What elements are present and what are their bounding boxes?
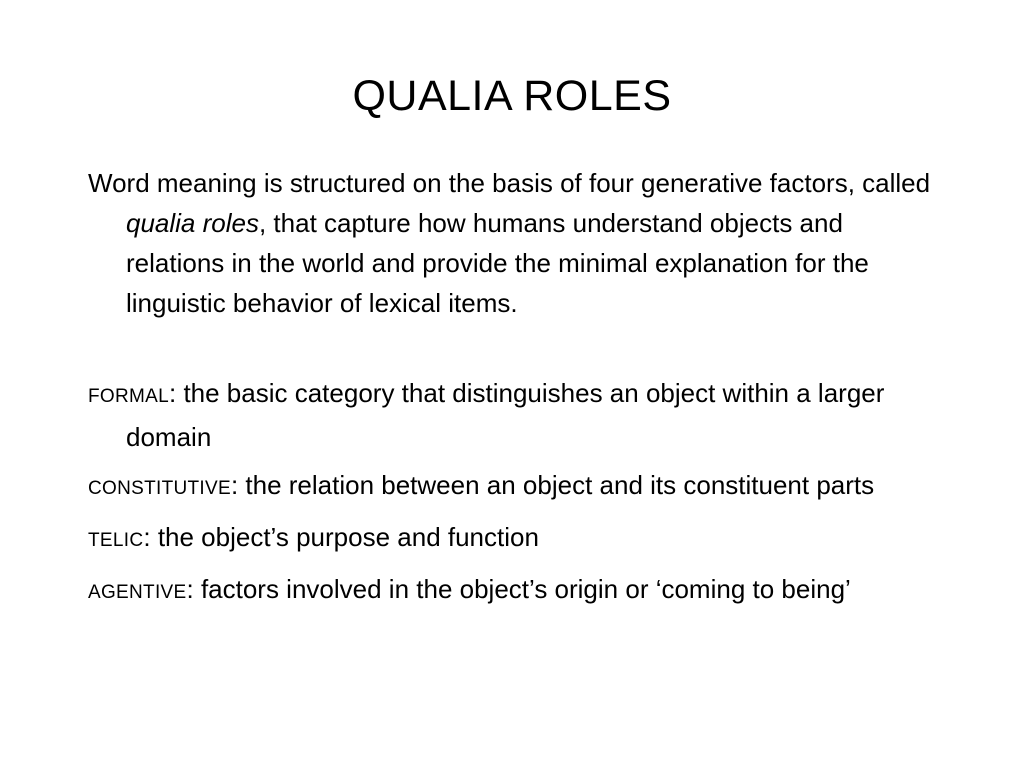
role-term: AGENTIVE xyxy=(88,582,187,603)
role-separator: : xyxy=(186,574,201,604)
role-separator: : xyxy=(168,378,184,408)
slide-title: QUALIA ROLES xyxy=(352,72,672,120)
intro-text-after: , that capture how humans understand obj… xyxy=(126,208,869,318)
role-definition: the basic category that distinguishes an… xyxy=(126,378,885,452)
role-term: TELIC xyxy=(88,530,144,551)
role-term: FORMAL xyxy=(88,386,169,407)
slide-body: Word meaning is structured on the basis … xyxy=(88,163,948,621)
role-telic: TELIC: the object’s purpose and function xyxy=(88,517,948,561)
intro-paragraph: Word meaning is structured on the basis … xyxy=(88,163,948,323)
role-term: CONSTITUTIVE xyxy=(88,478,231,499)
role-formal: FORMAL: the basic category that distingu… xyxy=(88,373,948,457)
role-definition: the relation between an object and its c… xyxy=(245,470,875,500)
role-definition: the object’s purpose and function xyxy=(157,522,539,552)
role-constitutive: CONSTITUTIVE: the relation between an ob… xyxy=(88,465,948,509)
role-separator: : xyxy=(230,470,246,500)
role-separator: : xyxy=(143,522,158,552)
role-definition: factors involved in the object’s origin … xyxy=(200,574,851,604)
intro-emphasis: qualia roles xyxy=(126,208,259,238)
intro-text-before: Word meaning is structured on the basis … xyxy=(88,168,931,198)
role-agentive: AGENTIVE: factors involved in the object… xyxy=(88,569,948,613)
